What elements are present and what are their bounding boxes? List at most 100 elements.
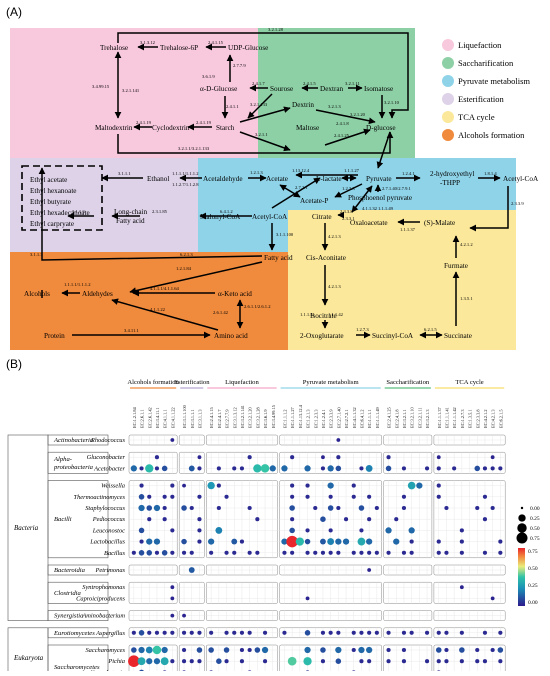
enzyme-e57: 3.4.11.1 bbox=[124, 328, 139, 333]
data-point bbox=[209, 550, 214, 555]
enzyme-e26: 1.13.12.4 bbox=[292, 168, 310, 173]
column-label: EC:2.4.1.8 bbox=[394, 409, 399, 428]
data-point bbox=[336, 455, 341, 460]
arrow-oxaloacetate-pyruvate bbox=[351, 185, 373, 213]
compound-starch: Starch bbox=[216, 124, 235, 132]
row-label: Gluconobacter bbox=[87, 454, 126, 461]
compound-fattyacid: Fatty acid bbox=[264, 254, 293, 262]
class-label: Bacteroidia bbox=[54, 567, 86, 574]
data-point bbox=[336, 438, 341, 442]
data-point bbox=[424, 630, 430, 635]
row-label: Rhodococcus bbox=[90, 437, 126, 444]
data-point bbox=[170, 550, 175, 555]
data-point bbox=[289, 527, 295, 534]
group-header-5: TCA cycle bbox=[455, 379, 483, 386]
compound-isomatose: Isomatose bbox=[364, 85, 393, 93]
data-point bbox=[153, 504, 161, 512]
legend-a: Liquefaction Saccharification Pyruvate m… bbox=[442, 39, 530, 141]
data-point bbox=[320, 538, 326, 545]
row-label: Petrimonas bbox=[95, 567, 126, 574]
data-point bbox=[305, 483, 310, 488]
data-point bbox=[262, 659, 268, 664]
data-point bbox=[181, 659, 187, 664]
data-point bbox=[385, 527, 392, 534]
panel-b-label: (B) bbox=[6, 357, 22, 371]
row-label: Aminobacterium bbox=[81, 613, 125, 620]
data-point bbox=[154, 630, 160, 635]
data-point bbox=[359, 466, 364, 471]
data-point bbox=[336, 550, 341, 555]
row-label: Bacillus bbox=[104, 550, 125, 557]
enzyme-e54: 1.1.1.41 bbox=[300, 312, 316, 317]
data-point bbox=[327, 465, 334, 472]
enzyme-e25: 1.2.1.3 bbox=[250, 170, 263, 175]
data-point bbox=[138, 630, 145, 636]
data-point bbox=[474, 465, 481, 472]
data-point bbox=[436, 455, 441, 460]
data-point bbox=[436, 550, 441, 555]
enzyme-e8: 3.2.1.11 bbox=[345, 81, 360, 86]
arrow-starch-maltose bbox=[239, 131, 291, 152]
compound-dextrin: Dextrin bbox=[292, 101, 314, 109]
enzyme-e50: 4.1.1.22 bbox=[150, 307, 166, 312]
column-label: EC:2.3.3.9 bbox=[329, 409, 334, 428]
data-point bbox=[207, 481, 215, 490]
data-point bbox=[498, 630, 503, 635]
data-point bbox=[281, 538, 288, 545]
row-label: Aspergillus bbox=[95, 630, 125, 637]
data-point bbox=[181, 647, 187, 653]
size-legend-label: 0.25 bbox=[530, 516, 540, 522]
data-point bbox=[416, 482, 423, 489]
data-point bbox=[482, 466, 488, 471]
data-point bbox=[335, 465, 342, 472]
data-point bbox=[181, 505, 187, 511]
data-point bbox=[320, 630, 326, 635]
row-label: Staphylococcus bbox=[85, 505, 125, 512]
data-point bbox=[359, 630, 364, 635]
data-point bbox=[401, 647, 407, 653]
data-point bbox=[295, 537, 304, 546]
data-point bbox=[197, 630, 202, 635]
data-point bbox=[320, 516, 326, 522]
data-point bbox=[305, 550, 310, 555]
compound-adglucose: α-D-Glucose bbox=[200, 85, 237, 93]
data-point bbox=[146, 658, 153, 665]
column-label: EC:1.1.1.2 bbox=[282, 409, 287, 428]
enzyme-e53: 2.6.1.1/2.6.1.2 bbox=[244, 304, 271, 309]
legend-dot-2 bbox=[442, 75, 454, 87]
arrow-maltose-dglucose bbox=[324, 128, 371, 146]
compound-sourose: Sourose bbox=[270, 85, 293, 93]
column-label: EC:1.1.1.1 bbox=[367, 409, 372, 428]
class-label: Eurotiomycetes bbox=[53, 630, 95, 637]
column-label: EC:4.1.1.32 bbox=[352, 407, 357, 428]
data-point bbox=[424, 466, 430, 471]
data-point bbox=[161, 646, 168, 654]
data-point bbox=[374, 630, 379, 635]
data-point bbox=[145, 646, 153, 654]
data-point bbox=[497, 647, 504, 653]
data-point bbox=[313, 505, 318, 511]
compound-hydroxyethyl-2: -THPP bbox=[440, 179, 460, 187]
compound-ketoacid: α-Keto acid bbox=[218, 290, 252, 298]
arrow-acetate-acetatep bbox=[279, 184, 301, 198]
data-point bbox=[147, 494, 152, 499]
compound-alcohols: Alcohols bbox=[24, 290, 50, 298]
data-point bbox=[475, 659, 480, 664]
data-point bbox=[435, 647, 442, 653]
data-point bbox=[374, 550, 379, 555]
enzyme-e56: 1.3.5.1 bbox=[460, 296, 473, 301]
enzymes: 3.1.3.12 2.4.1.15 3.2.1.28 2.7.7.9 3.6.1… bbox=[30, 27, 524, 333]
size-legend-dot bbox=[517, 523, 527, 533]
data-point bbox=[327, 482, 334, 489]
data-point bbox=[154, 466, 160, 471]
data-point bbox=[490, 647, 495, 653]
data-point bbox=[490, 505, 495, 511]
data-point bbox=[239, 539, 245, 544]
domain-eukaryota-box bbox=[7, 627, 49, 676]
row-label: Pediococcus bbox=[92, 516, 126, 523]
data-point bbox=[327, 538, 335, 546]
compound-llactate: L-lactate bbox=[316, 175, 342, 183]
data-point bbox=[482, 494, 488, 499]
enzyme-e14: 3.2.1.10 bbox=[384, 100, 400, 105]
data-point bbox=[181, 630, 187, 635]
